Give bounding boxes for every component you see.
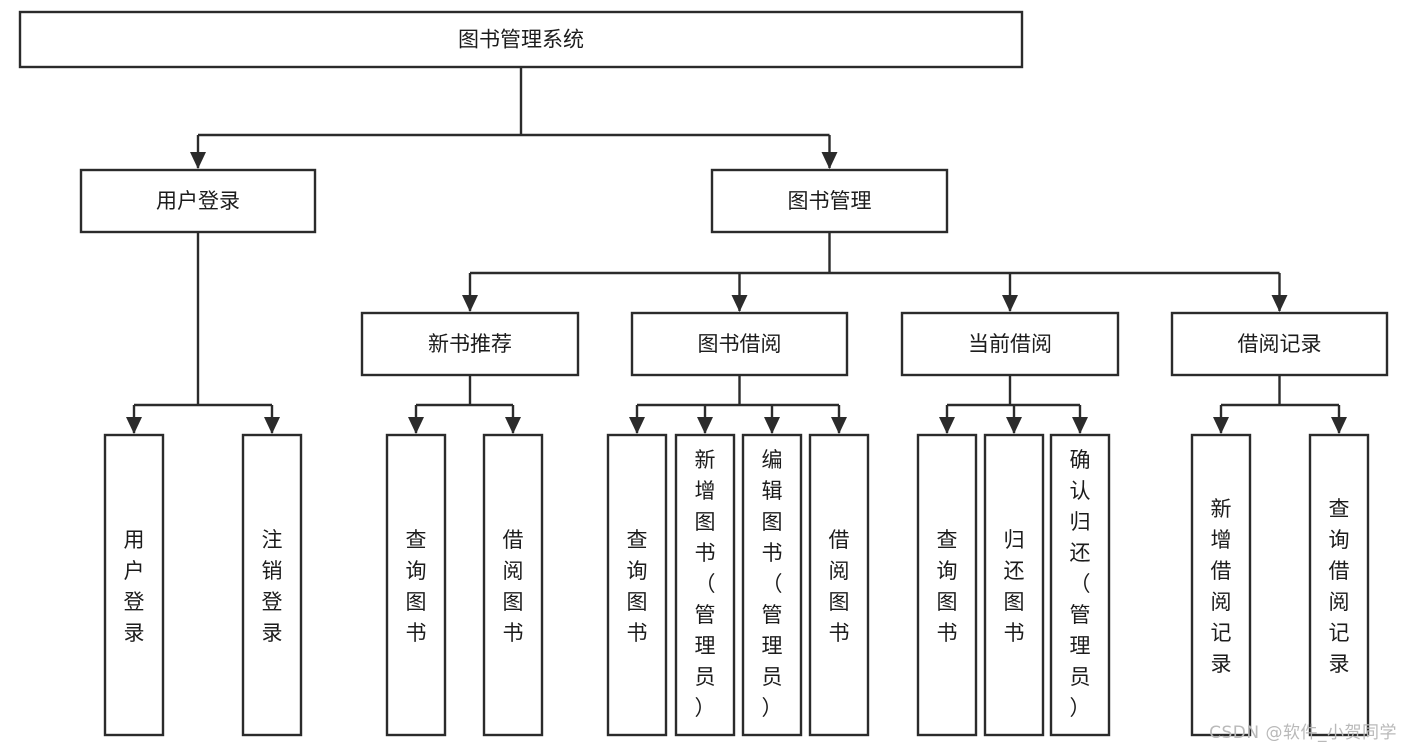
node-leaf-query-record-label: 查询借阅记录 (1329, 497, 1350, 676)
node-user-login-box (79, 168, 317, 234)
node-root-system-label: 图书管理系统 (458, 28, 584, 52)
node-leaf-borrow-book-1-box (482, 433, 544, 737)
node-leaf-query-book-3-box (916, 433, 978, 737)
node-leaf-add-record[interactable]: 新增借阅记录 (1190, 433, 1252, 737)
node-leaf-add-book-box (674, 433, 736, 737)
arrow-head-icon (1072, 417, 1088, 434)
arrow-head-icon (1331, 417, 1347, 434)
node-leaf-confirm-return[interactable]: 确认归还（管理员） (1049, 433, 1111, 737)
arrow-head-icon (697, 417, 713, 434)
arrow-head-icon (1002, 295, 1018, 312)
node-user-login[interactable]: 用户登录 (79, 168, 317, 234)
node-current-borrow-label: 当前借阅 (968, 332, 1052, 356)
node-leaf-edit-book-box (741, 433, 803, 737)
node-leaf-edit-book-label: 编辑图书（管理员） (762, 448, 783, 720)
arrow-head-icon (764, 417, 780, 434)
node-leaf-query-book-2-box (606, 433, 668, 737)
node-book-borrow[interactable]: 图书借阅 (630, 311, 849, 377)
node-leaf-borrow-book-1[interactable]: 借阅图书 (482, 433, 544, 737)
node-leaf-logout-box (241, 433, 303, 737)
arrow-head-icon (1006, 417, 1022, 434)
arrow-head-icon (505, 417, 521, 434)
node-layer: 图书管理系统用户登录图书管理新书推荐图书借阅当前借阅借阅记录用户登录注销登录查询… (18, 10, 1389, 737)
arrow-head-icon (831, 417, 847, 434)
node-leaf-user-login[interactable]: 用户登录 (103, 433, 165, 737)
arrow-head-icon (408, 417, 424, 434)
node-new-book-rec-label: 新书推荐 (428, 332, 512, 356)
arrow-head-icon (629, 417, 645, 434)
node-leaf-confirm-return-box (1049, 433, 1111, 737)
node-leaf-edit-book[interactable]: 编辑图书（管理员） (741, 433, 803, 737)
node-leaf-query-record-box (1308, 433, 1370, 737)
node-leaf-return-book[interactable]: 归还图书 (983, 433, 1045, 737)
arrow-head-icon (1213, 417, 1229, 434)
node-current-borrow[interactable]: 当前借阅 (900, 311, 1120, 377)
arrow-head-icon (190, 152, 206, 169)
node-current-borrow-box (900, 311, 1120, 377)
node-leaf-query-book-3-label: 查询图书 (937, 528, 958, 645)
node-book-borrow-box (630, 311, 849, 377)
node-leaf-query-record[interactable]: 查询借阅记录 (1308, 433, 1370, 737)
node-leaf-borrow-book-2-box (808, 433, 870, 737)
node-leaf-logout-label: 注销登录 (262, 528, 283, 645)
node-leaf-query-book-1[interactable]: 查询图书 (385, 433, 447, 737)
arrow-head-icon (731, 295, 748, 312)
node-leaf-add-book-label: 新增图书（管理员） (695, 448, 716, 720)
node-leaf-borrow-book-1-label: 借阅图书 (503, 528, 524, 645)
arrow-head-icon (821, 152, 838, 169)
node-leaf-query-book-2[interactable]: 查询图书 (606, 433, 668, 737)
node-book-manage[interactable]: 图书管理 (710, 168, 949, 234)
node-leaf-confirm-return-label: 确认归还（管理员） (1070, 448, 1091, 720)
node-book-manage-box (710, 168, 949, 234)
arrow-head-icon (126, 417, 142, 434)
node-leaf-user-login-label: 用户登录 (124, 528, 145, 645)
node-root-system-box (18, 10, 1024, 69)
node-leaf-return-book-label: 归还图书 (1004, 528, 1025, 645)
node-borrow-record[interactable]: 借阅记录 (1170, 311, 1389, 377)
node-leaf-user-login-box (103, 433, 165, 737)
node-leaf-return-book-box (983, 433, 1045, 737)
node-leaf-logout[interactable]: 注销登录 (241, 433, 303, 737)
node-book-borrow-label: 图书借阅 (698, 332, 782, 356)
node-leaf-query-book-3[interactable]: 查询图书 (916, 433, 978, 737)
arrow-head-icon (1271, 295, 1288, 312)
node-new-book-rec-box (360, 311, 580, 377)
node-leaf-query-book-2-label: 查询图书 (627, 528, 648, 645)
node-leaf-query-book-1-label: 查询图书 (406, 528, 427, 645)
connector-layer (126, 67, 1347, 434)
node-user-login-label: 用户登录 (156, 189, 240, 213)
node-leaf-borrow-book-2-label: 借阅图书 (829, 528, 850, 645)
arrow-head-icon (939, 417, 955, 434)
node-leaf-query-book-1-box (385, 433, 447, 737)
arrow-head-icon (462, 295, 478, 312)
node-leaf-add-record-label: 新增借阅记录 (1211, 497, 1232, 676)
node-book-manage-label: 图书管理 (788, 189, 872, 213)
node-new-book-rec[interactable]: 新书推荐 (360, 311, 580, 377)
arrow-head-icon (264, 417, 280, 434)
node-leaf-add-book[interactable]: 新增图书（管理员） (674, 433, 736, 737)
node-leaf-add-record-box (1190, 433, 1252, 737)
node-root-system[interactable]: 图书管理系统 (18, 10, 1024, 69)
node-leaf-borrow-book-2[interactable]: 借阅图书 (808, 433, 870, 737)
node-borrow-record-label: 借阅记录 (1238, 332, 1322, 356)
node-borrow-record-box (1170, 311, 1389, 377)
